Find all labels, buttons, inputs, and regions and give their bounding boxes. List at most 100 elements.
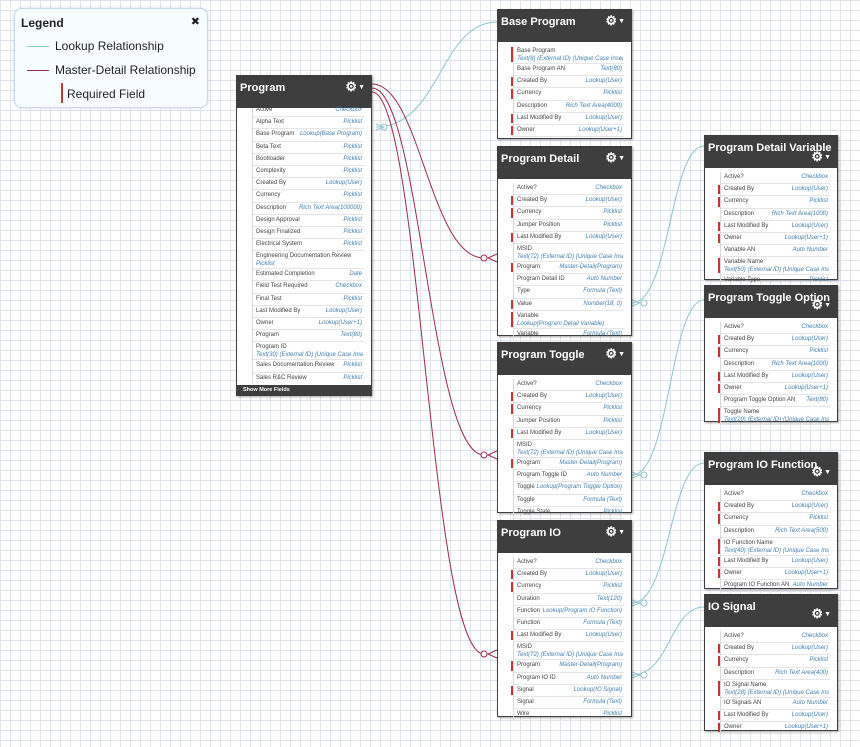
field-name: Toggle Name (724, 409, 760, 416)
field-row: Active?Checkbox (514, 183, 624, 196)
gear-icon[interactable]: ⚙▼ (605, 13, 625, 28)
entity-header[interactable]: IO Signal ⚙▼ (705, 595, 837, 627)
field-name: Active? (724, 324, 744, 330)
field-type: Number(18, 0) (583, 300, 622, 307)
gear-icon[interactable]: ⚙▼ (345, 79, 365, 94)
field-row: Active?Checkbox (721, 489, 830, 502)
field-name: MSID (517, 245, 532, 252)
caret-down-icon: ▼ (618, 155, 625, 163)
field-type: Picklist (603, 209, 622, 216)
field-type: Text(40) (External ID) (Unique Case Inse… (724, 547, 829, 554)
field-type: Picklist (343, 228, 362, 235)
field-name: Currency (256, 192, 281, 199)
field-type: Rich Text Area(1000) (771, 360, 828, 367)
field-name: Program ID (256, 344, 287, 351)
field-name: Field Test Required (256, 283, 308, 290)
field-type: Lookup(User) (791, 557, 828, 564)
field-row: Active?Checkbox (514, 379, 624, 392)
field-type: Picklist (603, 508, 622, 515)
field-type: Text(80) (340, 332, 362, 339)
gear-icon[interactable]: ⚙▼ (811, 606, 831, 621)
field-name: Beta Text (256, 143, 281, 150)
field-name: Last Modified By (724, 372, 769, 379)
field-type: Text(72) (External ID) (Unique Case Inse… (517, 652, 623, 659)
field-name: Owner (256, 320, 274, 326)
close-icon[interactable]: ✖ (190, 16, 200, 28)
field-type: Lookup(User) (585, 632, 622, 639)
entity-program-detail-variable[interactable]: Program Detail Variable ⚙▼ Active?Checkb… (704, 135, 838, 288)
caret-down-icon: ▼ (824, 469, 831, 477)
field-type: Picklist (809, 657, 828, 664)
field-name: Base Program (256, 131, 295, 138)
entity-header[interactable]: Program IO Function ⚙▼ (705, 453, 837, 485)
field-name: Created By (517, 393, 548, 400)
field-name: Currency (517, 405, 542, 412)
entity-header[interactable]: Program Detail ⚙▼ (498, 147, 631, 179)
gear-icon[interactable]: ⚙▼ (811, 149, 831, 164)
gear-icon[interactable]: ⚙▼ (605, 150, 625, 165)
field-type: Checkbox (801, 324, 828, 330)
field-name: Variable (517, 330, 539, 337)
entity-header[interactable]: Program Toggle Option ⚙▼ (705, 286, 837, 318)
field-name: Toggle (517, 496, 535, 503)
show-more-fields-link[interactable]: Show More Fields (237, 385, 371, 395)
field-name: Program (256, 332, 280, 339)
field-type: Text(120) (596, 595, 622, 602)
entity-header[interactable]: Base Program ⚙▼ (498, 10, 631, 42)
field-name: Program (517, 263, 541, 270)
gear-icon[interactable]: ⚙▼ (811, 464, 831, 479)
field-name: Jumper Position (517, 417, 561, 424)
field-type: Text(50) (External ID) (Unique Case Inse… (724, 267, 829, 274)
entity-header[interactable]: Program Toggle ⚙▼ (498, 343, 631, 375)
field-name: Last Modified By (517, 233, 562, 240)
entity-header[interactable]: Program IO ⚙▼ (498, 521, 631, 553)
gear-icon[interactable]: ⚙▼ (811, 297, 831, 312)
entity-header[interactable]: Program Detail Variable ⚙▼ (705, 136, 837, 168)
field-name: Currency (724, 348, 749, 355)
caret-down-icon: ▼ (358, 84, 365, 92)
field-type: Lookup(User) (585, 197, 622, 204)
caret-down-icon: ▼ (824, 154, 831, 162)
gear-icon[interactable]: ⚙▼ (605, 524, 625, 539)
field-name: Base Program (517, 48, 556, 54)
gear-icon[interactable]: ⚙▼ (605, 346, 625, 361)
field-type: Lookup(User+1) (318, 320, 362, 326)
entity-program-toggle-option[interactable]: Program Toggle Option ⚙▼ Active? Checkbox… (704, 285, 838, 426)
entity-header[interactable]: Program ⚙▼ (237, 76, 371, 108)
field-name: Currency (517, 209, 542, 216)
